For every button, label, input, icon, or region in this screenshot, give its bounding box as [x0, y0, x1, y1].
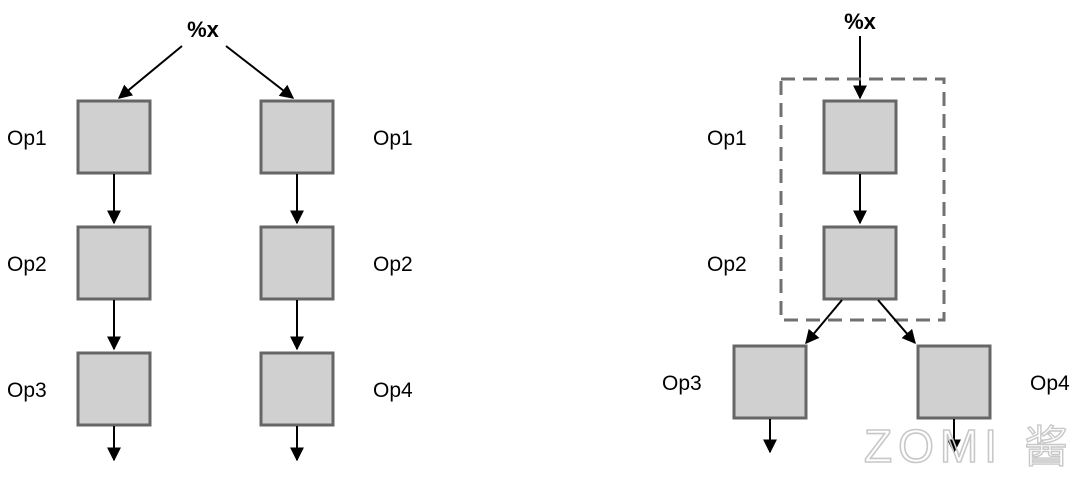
right-op2-label: Op2 — [707, 253, 747, 276]
right-op3-label: Op3 — [662, 372, 702, 395]
left-input-edge-b — [225, 45, 295, 99]
watermark-text: ZOMI — [864, 420, 1003, 472]
left-branch-b: Op1 Op2 Op4 — [259, 99, 413, 462]
left-b-op4-node — [259, 351, 335, 427]
left-a-op2-label: Op2 — [7, 253, 47, 276]
right-input-label: %x — [844, 9, 877, 34]
right-op1-node — [822, 99, 898, 175]
right-op1-label: Op1 — [707, 127, 747, 150]
left-a-op3-label: Op3 — [7, 379, 47, 402]
fusion-group-box — [779, 77, 946, 322]
left-a-op2-node — [76, 225, 152, 301]
right-graph: %x Op1 Op2 Op3 Op4 — [662, 9, 1070, 454]
right-op3-node — [732, 344, 808, 420]
right-edge-2-3 — [805, 299, 843, 345]
watermark: ZOMI 酱 — [863, 419, 1069, 474]
watermark-suffix: 酱 — [1024, 422, 1068, 473]
left-b-op2-node — [259, 225, 335, 301]
left-b-op1-node — [259, 99, 335, 175]
left-b-op4-label: Op4 — [373, 379, 413, 402]
left-a-op3-node — [76, 351, 152, 427]
left-a-op1-node — [76, 99, 152, 175]
left-a-op1-label: Op1 — [7, 127, 47, 150]
right-edge-2-4 — [877, 299, 916, 345]
right-op2-node — [822, 225, 898, 301]
left-input-edge-a — [117, 45, 183, 99]
left-graph: %x Op1 Op2 Op3 Op1 Op2 Op4 — [7, 17, 413, 462]
right-op4-label: Op4 — [1030, 372, 1070, 395]
left-b-op1-label: Op1 — [373, 127, 413, 150]
left-input-label: %x — [187, 17, 220, 42]
left-b-op2-label: Op2 — [373, 253, 413, 276]
right-op4-node — [916, 344, 992, 420]
left-branch-a: Op1 Op2 Op3 — [7, 99, 152, 462]
